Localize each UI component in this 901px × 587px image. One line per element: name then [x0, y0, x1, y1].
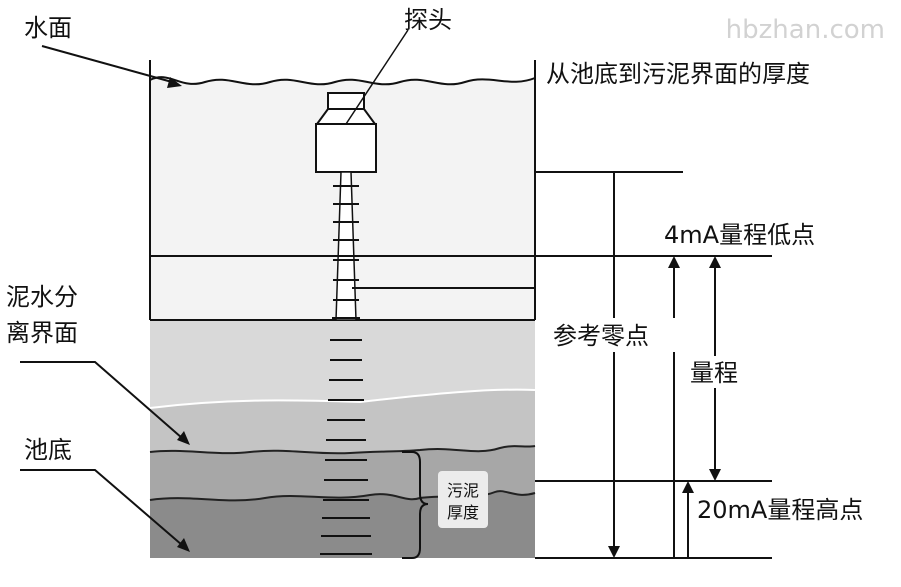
- probe-cap: [327, 92, 365, 110]
- interface-label-line2: 离界面: [6, 319, 78, 347]
- sludge-thickness-brace: [402, 451, 429, 559]
- probe-leader-line: [345, 29, 409, 125]
- reference-zero-label: 参考零点: [553, 322, 649, 350]
- mud-water-interface-line: [149, 388, 536, 409]
- sludge-thickness-label-line2: 厚度: [447, 503, 479, 522]
- pool-bottom-label: 池底: [24, 436, 72, 464]
- reference-zero-label-bg: [548, 318, 680, 352]
- probe-body: [315, 123, 377, 173]
- water-surface-line: [149, 76, 536, 86]
- interface-leader: [20, 361, 183, 439]
- watermark-text: hbzhan.com: [726, 15, 885, 45]
- pool-bottom-leader: [20, 469, 183, 546]
- range-high-label: 20mA量程高点: [697, 496, 863, 524]
- water-surface-label: 水面: [24, 14, 72, 42]
- sludge-thickness-label-box: [438, 471, 488, 528]
- sludge-top-wavy-line: [149, 445, 536, 455]
- range-low-label: 4mA量程低点: [664, 221, 815, 249]
- interface-label-line1: 泥水分: [6, 283, 78, 311]
- range-label: 量程: [690, 359, 738, 387]
- sludge-thickness-label-line1: 污泥: [447, 481, 479, 500]
- probe-beam: [335, 171, 357, 321]
- water-surface-leader: [41, 45, 173, 83]
- probe: [315, 29, 409, 555]
- probe-label: 探头: [404, 6, 452, 34]
- range-label-bg: [686, 356, 746, 388]
- leader-lines: [20, 45, 190, 552]
- probe-neck: [315, 108, 377, 125]
- reference-lines: [150, 171, 772, 559]
- sludge-bottom-wavy-line: [149, 490, 536, 502]
- thickness-from-bottom-label: 从池底到污泥界面的厚度: [546, 60, 810, 88]
- beam-tick-marks: [320, 185, 372, 555]
